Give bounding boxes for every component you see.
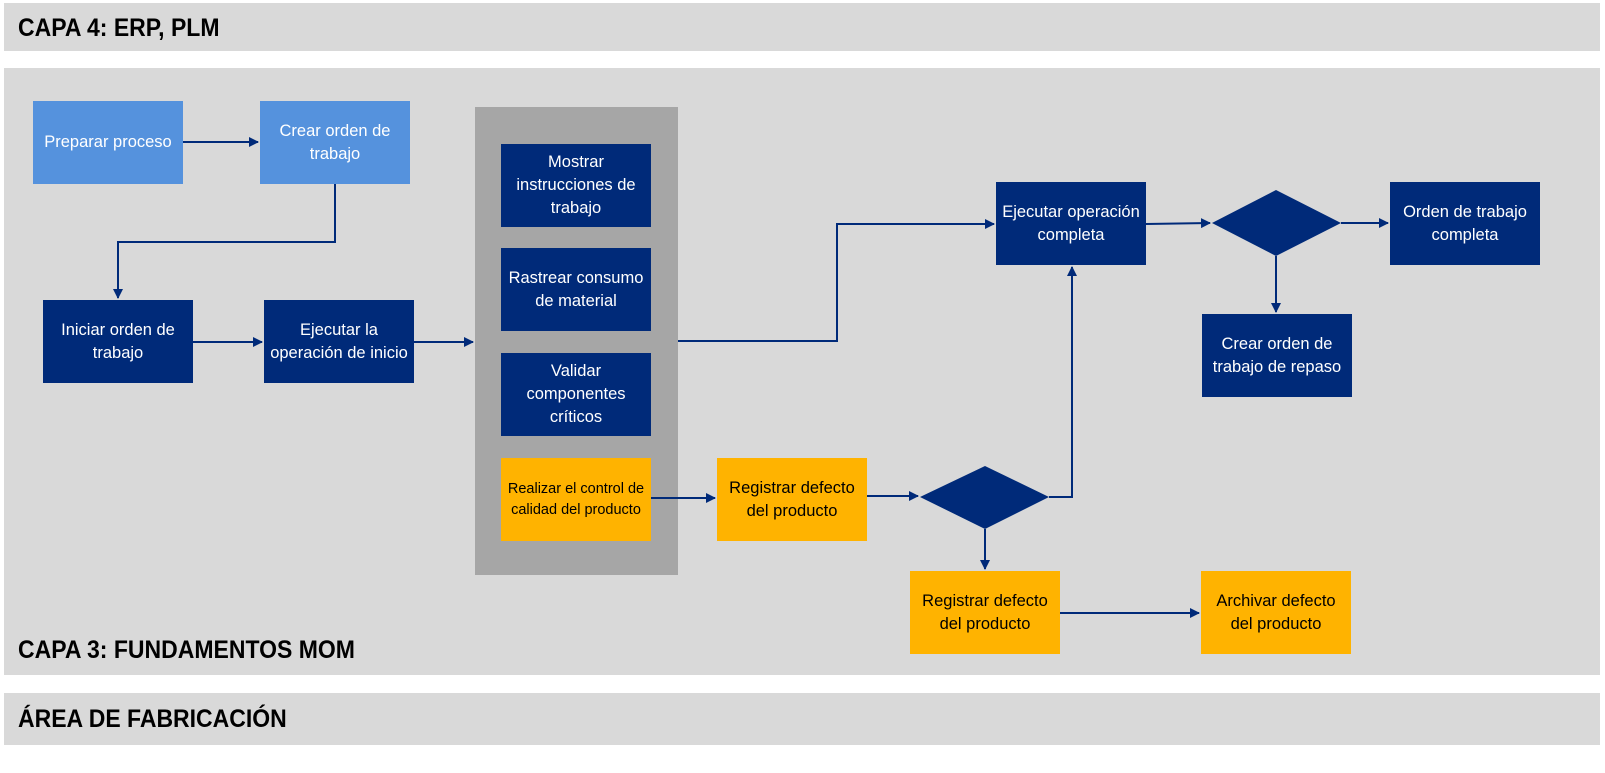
arrow-operation-to-diamond (1145, 218, 1211, 229)
box-execute-complete-operation[interactable]: Ejecutar operación completa (996, 182, 1146, 265)
layer-erp-label: CAPA 4: ERP, PLM (18, 14, 220, 42)
layer-erp-band: CAPA 4: ERP, PLM (4, 3, 1600, 51)
arrow-group-to-complete-operation (678, 219, 995, 342)
box-validate-components[interactable]: Validar componentes críticos (501, 353, 651, 436)
box-register-defect-2[interactable]: Registrar defecto del producto (910, 571, 1060, 654)
decision-diamond-completion[interactable] (1212, 190, 1341, 256)
box-execute-start-operation[interactable]: Ejecutar la operación de inicio (264, 300, 414, 383)
box-show-work-instructions[interactable]: Mostrar instrucciones de trabajo (501, 144, 651, 227)
box-start-work-order[interactable]: Iniciar orden de trabajo (43, 300, 193, 383)
box-prepare-process[interactable]: Preparar proceso (33, 101, 183, 184)
layer-manufacturing-label: ÁREA DE FABRICACIÓN (18, 705, 287, 733)
box-work-order-complete[interactable]: Orden de trabajo completa (1390, 182, 1540, 265)
box-register-defect-1[interactable]: Registrar defecto del producto (717, 458, 867, 541)
box-create-work-order[interactable]: Crear orden de trabajo (260, 101, 410, 184)
arrow-diamond-to-complete-operation (1049, 266, 1077, 498)
decision-diamond-defect[interactable] (920, 466, 1049, 529)
box-archive-defect[interactable]: Archivar defecto del producto (1201, 571, 1351, 654)
layer-manufacturing-band: ÁREA DE FABRICACIÓN (4, 693, 1600, 745)
box-track-material[interactable]: Rastrear consumo de material (501, 248, 651, 331)
arrow-create-to-start (113, 184, 336, 299)
box-create-rework-order[interactable]: Crear orden de trabajo de repaso (1202, 314, 1352, 397)
box-quality-control[interactable]: Realizar el control de calidad del produ… (501, 458, 651, 541)
layer-mom-label: CAPA 3: FUNDAMENTOS MOM (18, 636, 355, 664)
